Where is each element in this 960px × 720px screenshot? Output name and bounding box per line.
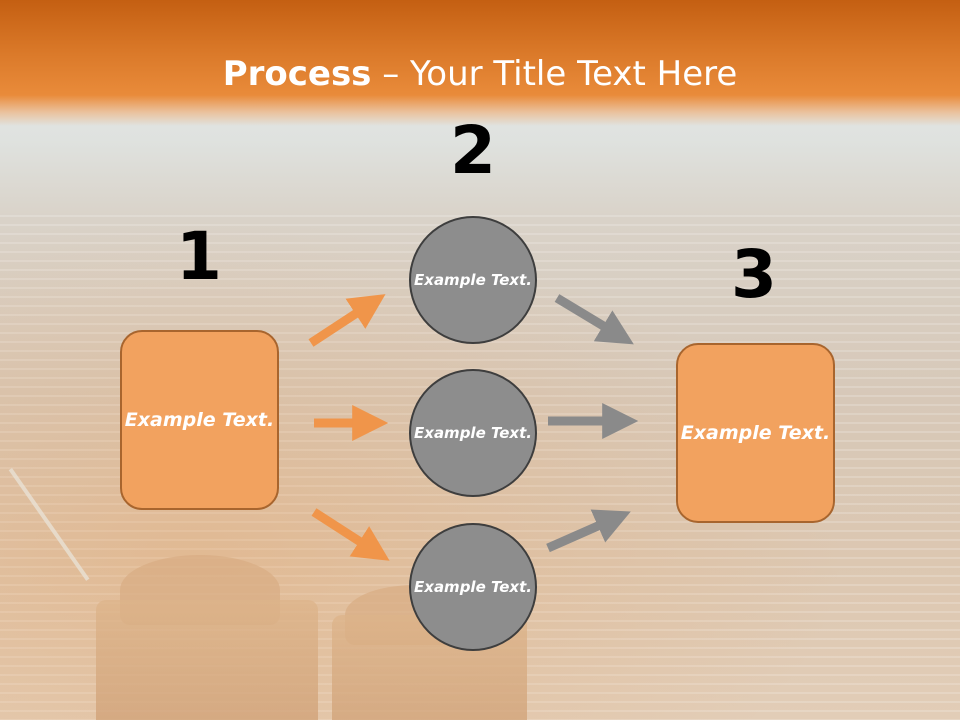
coconut-cup-left — [96, 600, 318, 720]
arrow-box1-to-circle-top — [308, 294, 386, 347]
process-circle-top: Example Text. — [409, 216, 537, 344]
title-bold: Process — [222, 54, 372, 94]
step-number-1: 1 — [176, 218, 222, 295]
circle-middle-text: Example Text. — [414, 423, 532, 442]
process-box-end: Example Text. — [676, 343, 835, 523]
step-number-3: 3 — [731, 236, 777, 313]
process-box-start: Example Text. — [120, 330, 279, 510]
arrow-box1-to-circle-bottom — [311, 508, 390, 561]
circle-top-text: Example Text. — [414, 270, 532, 289]
arrow-circle-bottom-to-box3 — [546, 509, 631, 553]
step-number-2: 2 — [450, 112, 496, 189]
process-circle-middle: Example Text. — [409, 369, 537, 497]
slide-title: Process – Your Title Text Here — [0, 52, 960, 96]
process-circle-bottom: Example Text. — [409, 523, 537, 651]
title-rest: – Your Title Text Here — [371, 54, 738, 94]
title-banner — [0, 0, 960, 126]
box-end-text: Example Text. — [680, 421, 831, 444]
arrow-circle-top-to-box3 — [554, 294, 634, 345]
box-start-text: Example Text. — [124, 408, 275, 431]
circle-bottom-text: Example Text. — [414, 577, 532, 596]
